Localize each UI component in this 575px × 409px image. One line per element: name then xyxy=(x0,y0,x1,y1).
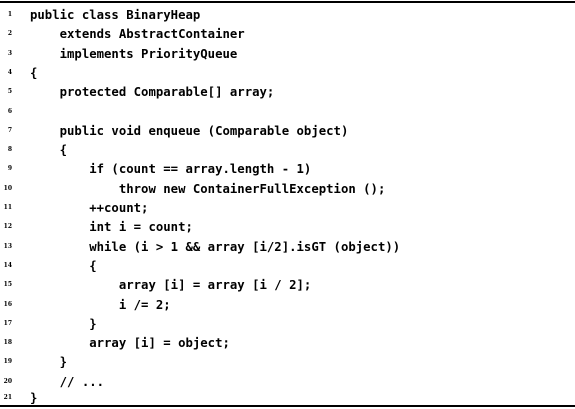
code-line-14: 14 { xyxy=(0,257,575,276)
code-line-16: 16 i /= 2; xyxy=(0,296,575,315)
code-line-3: 3 implements PriorityQueue xyxy=(0,45,575,64)
code-text: throw new ContainerFullException (); xyxy=(30,181,386,196)
code-text: extends AbstractContainer xyxy=(30,27,245,42)
code-text: } xyxy=(30,355,68,370)
line-number: 3 xyxy=(7,49,12,57)
line-number: 7 xyxy=(7,126,12,134)
code-line-2: 2 extends AbstractContainer xyxy=(0,25,575,44)
code-text: i /= 2; xyxy=(30,297,171,312)
code-line-12: 12 int i = count; xyxy=(0,218,575,237)
code-text: array [i] = object; xyxy=(30,336,230,351)
line-number: 2 xyxy=(7,30,12,38)
code-line-21: 21} xyxy=(0,389,575,408)
code-line-11: 11 ++count; xyxy=(0,199,575,218)
code-line-7: 7 public void enqueue (Comparable object… xyxy=(0,122,575,141)
line-number: 20 xyxy=(3,377,12,385)
line-number: 18 xyxy=(3,339,12,347)
code-line-20: 20 // ... xyxy=(0,373,575,392)
code-line-9: 9 if (count == array.length - 1) xyxy=(0,160,575,179)
code-text: while (i > 1 && array [i/2].isGT (object… xyxy=(30,239,401,254)
line-number: 15 xyxy=(3,281,12,289)
code-line-17: 17 } xyxy=(0,315,575,334)
code-text: public class BinaryHeap xyxy=(30,8,201,22)
code-text: // ... xyxy=(30,374,105,389)
code-line-19: 19 } xyxy=(0,353,575,372)
line-number: 6 xyxy=(7,107,12,115)
line-number: 11 xyxy=(3,204,12,211)
line-number: 9 xyxy=(7,165,12,173)
code-text: ++count; xyxy=(30,201,149,215)
code-line-18: 18 array [i] = object; xyxy=(0,334,575,353)
code-line-10: 10 throw new ContainerFullException (); xyxy=(0,180,575,199)
code-text: { xyxy=(30,143,68,158)
line-number: 19 xyxy=(3,358,12,366)
code-line-6: 6 xyxy=(0,103,575,122)
code-line-1: 1 public class BinaryHeap xyxy=(0,6,575,25)
code-text: implements PriorityQueue xyxy=(30,46,238,61)
line-number: 17 xyxy=(3,319,12,327)
code-line-13: 13 while (i > 1 && array [i/2].isGT (obj… xyxy=(0,238,575,257)
line-number: 16 xyxy=(3,300,12,308)
line-number: 4 xyxy=(7,68,12,76)
line-number: 5 xyxy=(7,88,12,96)
line-number: 12 xyxy=(3,223,12,231)
code-text: { xyxy=(30,258,97,273)
line-number: 14 xyxy=(3,261,12,269)
line-number: 21 xyxy=(3,394,12,401)
code-text: } xyxy=(30,391,38,405)
code-text: int i = count; xyxy=(30,220,193,235)
code-line-4: 4{ xyxy=(0,64,575,83)
code-text: } xyxy=(30,316,97,331)
code-line-8: 8 { xyxy=(0,141,575,160)
line-number: 10 xyxy=(3,184,12,192)
code-line-15: 15 array [i] = array [i / 2]; xyxy=(0,276,575,295)
line-number: 1 xyxy=(7,11,12,18)
code-text: { xyxy=(30,65,38,80)
code-text: protected Comparable[] array; xyxy=(30,85,275,100)
line-number: 13 xyxy=(3,242,12,250)
code-text: if (count == array.length - 1) xyxy=(30,162,312,177)
code-text: public void enqueue (Comparable object) xyxy=(30,123,349,138)
code-text: array [i] = array [i / 2]; xyxy=(30,278,312,293)
line-number: 8 xyxy=(7,146,12,154)
code-line-5: 5 protected Comparable[] array; xyxy=(0,83,575,102)
